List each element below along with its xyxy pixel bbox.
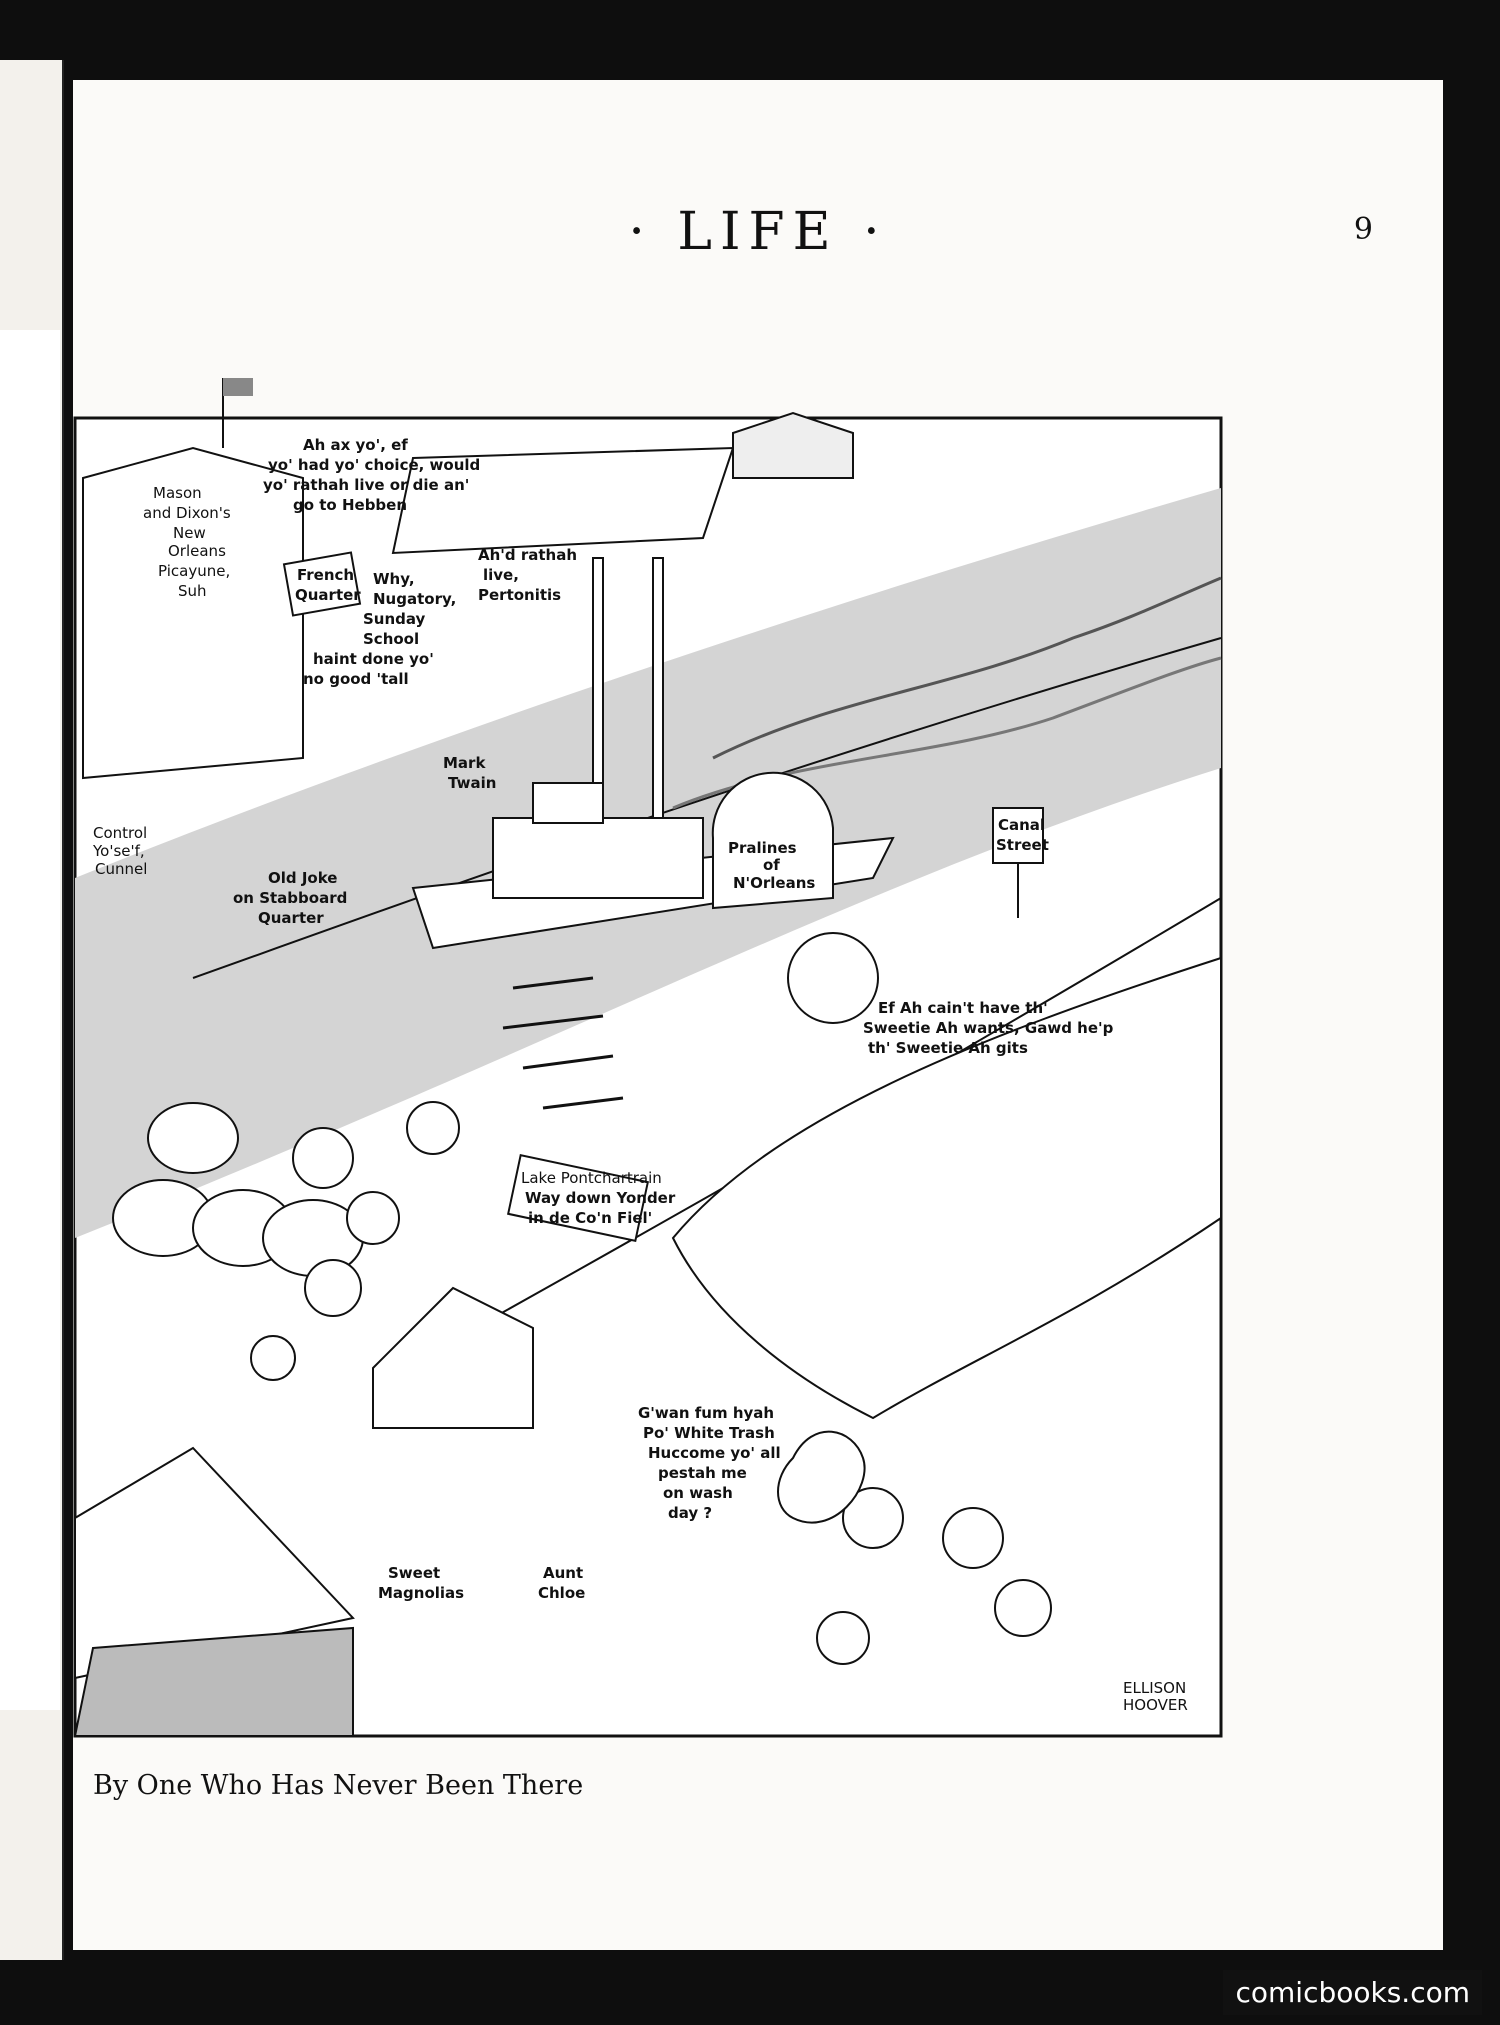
speech-2-line-1: Ah'd rathah [478, 546, 577, 564]
speech-1-line-3: yo' rathah live or die an' [263, 476, 469, 494]
lake-pontchartrain-sign [506, 1153, 650, 1243]
old-joke-line-1: Old Joke [268, 869, 338, 887]
pralines-line-3: N'Orleans [733, 874, 815, 892]
aunt-chloe-line-1: Aunt [543, 1564, 583, 1582]
portico-shadow [73, 1626, 354, 1737]
aunt-chloe-line-2: Chloe [538, 1584, 585, 1602]
french-quarter-sign [282, 551, 362, 617]
gwan-line-2: Po' White Trash [643, 1424, 775, 1442]
pralines-line-2: of [763, 856, 780, 874]
sweetie-line-2: Sweetie Ah wants, Gawd he'p [863, 1019, 1114, 1037]
masthead: · LIFE · [628, 202, 888, 262]
flag [223, 378, 253, 396]
cotton-field [671, 956, 1222, 1420]
french-quarter-line-2: Quarter [295, 586, 361, 604]
sweet-magnolias-line-1: Sweet [388, 1564, 440, 1582]
control-line-1: Control [93, 824, 147, 842]
old-joke-line-3: Quarter [258, 909, 324, 927]
gwan-line-6: day ? [668, 1504, 712, 1522]
lake-sign-line-3: in de Co'n Fiel' [528, 1209, 652, 1227]
old-joke-line-2: on Stabboard [233, 889, 347, 907]
speech-3-line-2: Nugatory, [373, 590, 456, 608]
cartoon-caption: By One Who Has Never Been There [93, 1770, 584, 1801]
canal-street-line-1: Canal [998, 816, 1045, 834]
newspaper-building [82, 446, 304, 780]
french-quarter-line-1: French [297, 566, 354, 584]
cartoon-illustration: Mason and Dixon's New Orleans Picayune, … [73, 338, 1225, 1738]
daisies [250, 1101, 1052, 1665]
speech-2-line-2: live, [483, 566, 519, 584]
steamboat-cabins [492, 817, 704, 899]
control-line-2: Yo'se'f, [92, 842, 145, 860]
gwan-line-1: G'wan fum hyah [638, 1404, 774, 1422]
fenced-field [391, 446, 735, 555]
speech-3-line-3: Sunday [363, 610, 426, 628]
page-number: 9 [1353, 212, 1373, 247]
facing-page-edge [0, 60, 64, 1960]
house-label-5: Picayune, [158, 562, 230, 580]
facing-page-illustration-edge [0, 330, 60, 1710]
ghost-figure [777, 1430, 866, 1524]
house-label-1: Mason [153, 484, 202, 502]
smokestack-left [592, 557, 604, 809]
cabin [732, 411, 854, 479]
control-line-3: Cunnel [95, 860, 147, 878]
pilot-house [532, 782, 604, 824]
house-label-4: Orleans [168, 542, 226, 560]
speech-2-line-3: Pertonitis [478, 586, 561, 604]
tree [787, 932, 879, 1024]
speech-3-line-6: no good 'tall [303, 670, 409, 688]
page-header: · LIFE · [73, 202, 1443, 272]
sweetie-line-3: th' Sweetie Ah gits [868, 1039, 1028, 1057]
shack [372, 1286, 534, 1429]
paddle-wheel-box [711, 771, 834, 910]
boat-wake [502, 976, 624, 1110]
gwan-line-4: pestah me [658, 1464, 747, 1482]
signature-line-1: ELLISON [1123, 1679, 1186, 1697]
cotton-bales [112, 1102, 364, 1277]
sweetie-line-1: Ef Ah cain't have th' [878, 999, 1048, 1017]
mark-twain-line-2: Twain [448, 774, 496, 792]
smokestack-right [652, 557, 664, 819]
cartoon-svg: Mason and Dixon's New Orleans Picayune, … [73, 378, 1223, 1738]
signature-line-2: HOOVER [1123, 1696, 1188, 1714]
magazine-page: · LIFE · 9 [73, 80, 1443, 1950]
sweet-magnolias-line-2: Magnolias [378, 1584, 464, 1602]
portico [74, 1446, 355, 1680]
house-label-2: and Dixon's [143, 504, 231, 522]
canal-street-line-2: Street [996, 836, 1049, 854]
speech-3-line-5: haint done yo' [313, 650, 434, 668]
speech-1-line-1: Ah ax yo', ef [303, 436, 408, 454]
mark-twain-line-1: Mark [443, 754, 486, 772]
gwan-line-3: Huccome yo' all [648, 1444, 781, 1462]
speech-1-line-4: go to Hebben [293, 496, 407, 514]
house-label-3: New [173, 524, 206, 542]
watermark: comicbooks.com [1223, 1970, 1482, 2015]
canal-street-sign [992, 807, 1044, 864]
lake-sign-line-2: Way down Yonder [525, 1189, 676, 1207]
speech-3-line-1: Why, [373, 570, 415, 588]
gwan-line-5: on wash [663, 1484, 733, 1502]
smoke-plume [712, 576, 1222, 760]
pralines-line-1: Pralines [728, 839, 797, 857]
speech-3-line-4: School [363, 630, 419, 648]
speech-1-line-2: yo' had yo' choice, would [268, 456, 480, 474]
house-label-6: Suh [178, 582, 207, 600]
lake-sign-line-1: Lake Pontchartrain [521, 1169, 662, 1187]
